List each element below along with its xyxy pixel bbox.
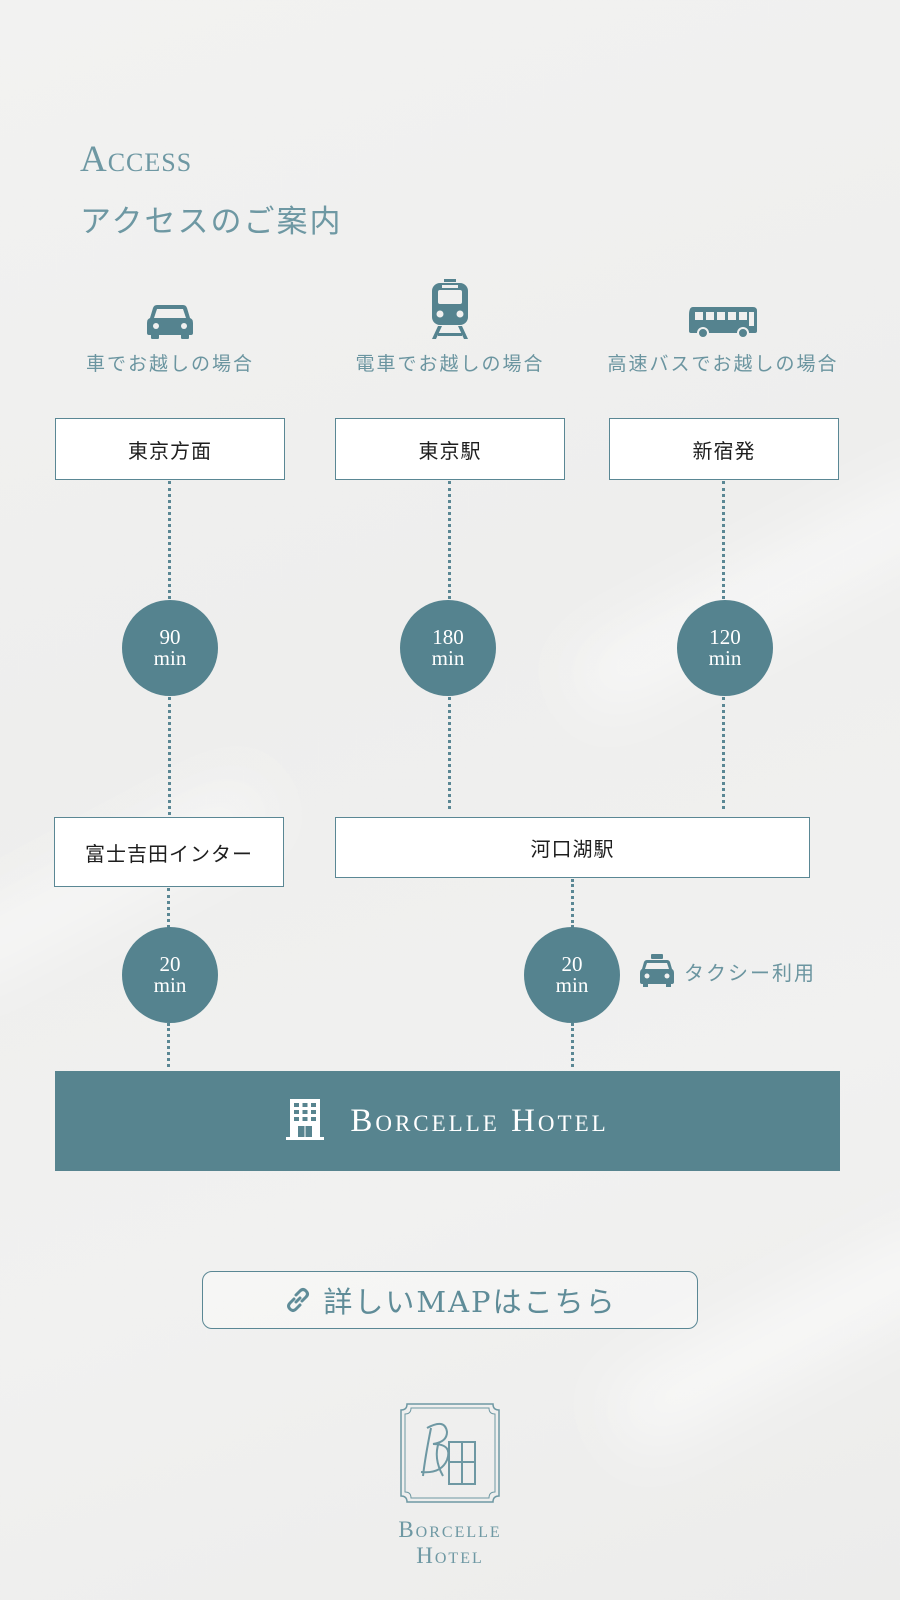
footer-logo-line2: Hotel [416, 1543, 484, 1568]
duration-value: 90 [159, 625, 181, 649]
access-heading-en: Access [80, 139, 193, 180]
transfer-box-fujiyoshida: 富士吉田インター [54, 817, 284, 887]
detailed-map-button[interactable]: 詳しいMAPはこちら [202, 1271, 698, 1329]
hotel-logo-icon [395, 1398, 505, 1508]
mode-bus: 高速バスでお越しの場合 [593, 275, 853, 376]
taxi-icon [640, 954, 674, 988]
origin-box-bus: 新宿発 [609, 418, 839, 480]
connector-line [167, 1023, 170, 1067]
connector-line [571, 1023, 574, 1067]
car-icon [40, 275, 300, 339]
origin-box-car: 東京方面 [55, 418, 285, 480]
detailed-map-button-label: 詳しいMAPはこちら [323, 1285, 617, 1319]
duration-unit: min [431, 646, 465, 670]
link-icon [283, 1285, 313, 1315]
mode-train: 電車でお越しの場合 [320, 275, 580, 376]
duration-unit: min [153, 973, 187, 997]
transfer-box-kawaguchiko: 河口湖駅 [335, 817, 810, 878]
connector-line [168, 481, 171, 599]
duration-circle-car: 90 min [122, 600, 218, 696]
duration-circle-bus: 120 min [677, 600, 773, 696]
duration-value: 180 [432, 625, 464, 649]
destination-hotel-bar: Borcelle Hotel [55, 1071, 840, 1171]
duration-circle-car-final: 20 min [122, 927, 218, 1023]
duration-circle-taxi: 20 min [524, 927, 620, 1023]
origin-box-train: 東京駅 [335, 418, 565, 480]
duration-unit: min [555, 973, 589, 997]
access-heading-ja: アクセスのご案内 [80, 204, 343, 240]
duration-value: 120 [709, 625, 741, 649]
taxi-note: タクシー利用 [640, 954, 816, 988]
connector-line [167, 888, 170, 928]
duration-value: 20 [159, 952, 181, 976]
destination-hotel-name: Borcelle Hotel [350, 1102, 609, 1139]
train-icon [320, 275, 580, 339]
connector-line [722, 697, 725, 809]
mode-train-label: 電車でお越しの場合 [355, 353, 545, 375]
connector-line [722, 481, 725, 599]
connector-line [571, 879, 574, 928]
connector-line [448, 697, 451, 809]
duration-circle-train: 180 min [400, 600, 496, 696]
mode-car-label: 車でお越しの場合 [85, 353, 254, 375]
duration-unit: min [708, 646, 742, 670]
bus-icon [593, 275, 853, 339]
connector-line [448, 481, 451, 599]
duration-value: 20 [561, 952, 583, 976]
hotel-building-icon [286, 1097, 325, 1141]
connector-line [168, 697, 171, 815]
taxi-note-label: タクシー利用 [684, 960, 816, 985]
mode-car: 車でお越しの場合 [40, 275, 300, 376]
footer-logo-text: Borcelle Hotel [350, 1517, 550, 1569]
duration-unit: min [153, 646, 187, 670]
footer-logo-line1: Borcelle [398, 1517, 502, 1542]
mode-bus-label: 高速バスでお越しの場合 [607, 353, 839, 375]
